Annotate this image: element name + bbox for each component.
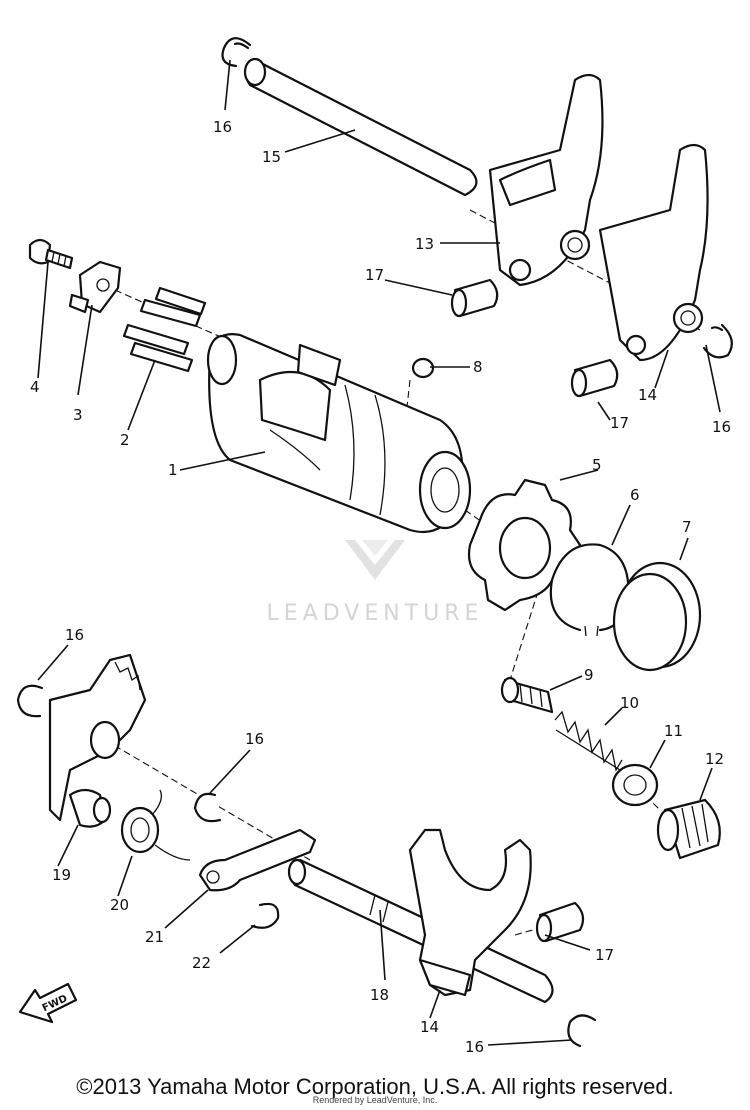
callout-17: 17 <box>610 414 629 432</box>
callout-16: 16 <box>65 626 84 644</box>
callout-5: 5 <box>592 456 602 474</box>
shift-fork-shaft-upper <box>243 57 478 197</box>
shift-drum <box>206 333 472 534</box>
shift-fork-13 <box>488 73 604 287</box>
callout-4: 4 <box>30 378 40 396</box>
circlip-16-middle <box>193 792 222 823</box>
stopper-spring <box>554 710 623 772</box>
callout-17: 17 <box>365 266 384 284</box>
shift-fork-14-upper <box>598 143 709 362</box>
screw <box>28 238 74 270</box>
leader-lines <box>37 59 721 1046</box>
callout-3: 3 <box>73 406 83 424</box>
callout-1: 1 <box>168 461 178 479</box>
stopper-pin <box>500 676 554 714</box>
plug-bolt <box>656 798 721 860</box>
callout-19: 19 <box>52 866 71 884</box>
callout-18: 18 <box>370 986 389 1004</box>
guide-pin-lower <box>535 901 585 943</box>
callout-13: 13 <box>415 235 434 253</box>
washer <box>611 763 659 807</box>
segment-plate <box>68 260 122 314</box>
callout-12: 12 <box>705 750 724 768</box>
return-spring <box>120 789 191 861</box>
neutral-contact-pin <box>411 357 435 379</box>
callout-14: 14 <box>420 1018 439 1036</box>
circlip-16-right <box>702 323 733 359</box>
callout-16: 16 <box>213 118 232 136</box>
callout-7: 7 <box>682 518 692 536</box>
circlip-22 <box>250 902 280 929</box>
callout-14: 14 <box>638 386 657 404</box>
callout-9: 9 <box>584 666 594 684</box>
shift-arm <box>48 653 147 828</box>
callout-16: 16 <box>712 418 731 436</box>
guide-pin-upper-left <box>450 278 499 318</box>
callout-11: 11 <box>664 722 683 740</box>
shift-fork-shaft-lower <box>287 858 554 1004</box>
callout-8: 8 <box>473 358 483 376</box>
callout-labels: 16 15 13 17 4 3 2 1 8 14 17 16 5 6 7 9 1… <box>30 118 731 1056</box>
rendered-by-notice: Rendered by LeadVenture, Inc. <box>312 1095 438 1105</box>
callout-6: 6 <box>630 486 640 504</box>
callout-17: 17 <box>595 946 614 964</box>
callout-20: 20 <box>110 896 129 914</box>
callout-2: 2 <box>120 431 130 449</box>
stopper-plate <box>198 828 317 892</box>
fwd-arrow-icon: FWD <box>18 982 78 1024</box>
callout-22: 22 <box>192 954 211 972</box>
drum-pins <box>122 286 207 373</box>
shift-fork-14-lower <box>408 828 532 997</box>
callout-16: 16 <box>245 730 264 748</box>
watermark: LEADVENTURE <box>267 540 484 626</box>
circlip-16-bottom <box>567 1014 597 1048</box>
watermark-brand: LEADVENTURE <box>267 601 484 626</box>
circlip-16-top <box>221 37 252 68</box>
drum-cover <box>612 561 702 672</box>
circlip-16-left <box>16 684 44 718</box>
callout-16: 16 <box>465 1038 484 1056</box>
callout-21: 21 <box>145 928 164 946</box>
callout-10: 10 <box>620 694 639 712</box>
guide-pin-upper-right <box>570 358 619 398</box>
callout-15: 15 <box>262 148 281 166</box>
copyright-notice: ©2013 Yamaha Motor Corporation, U.S.A. A… <box>76 1074 674 1099</box>
